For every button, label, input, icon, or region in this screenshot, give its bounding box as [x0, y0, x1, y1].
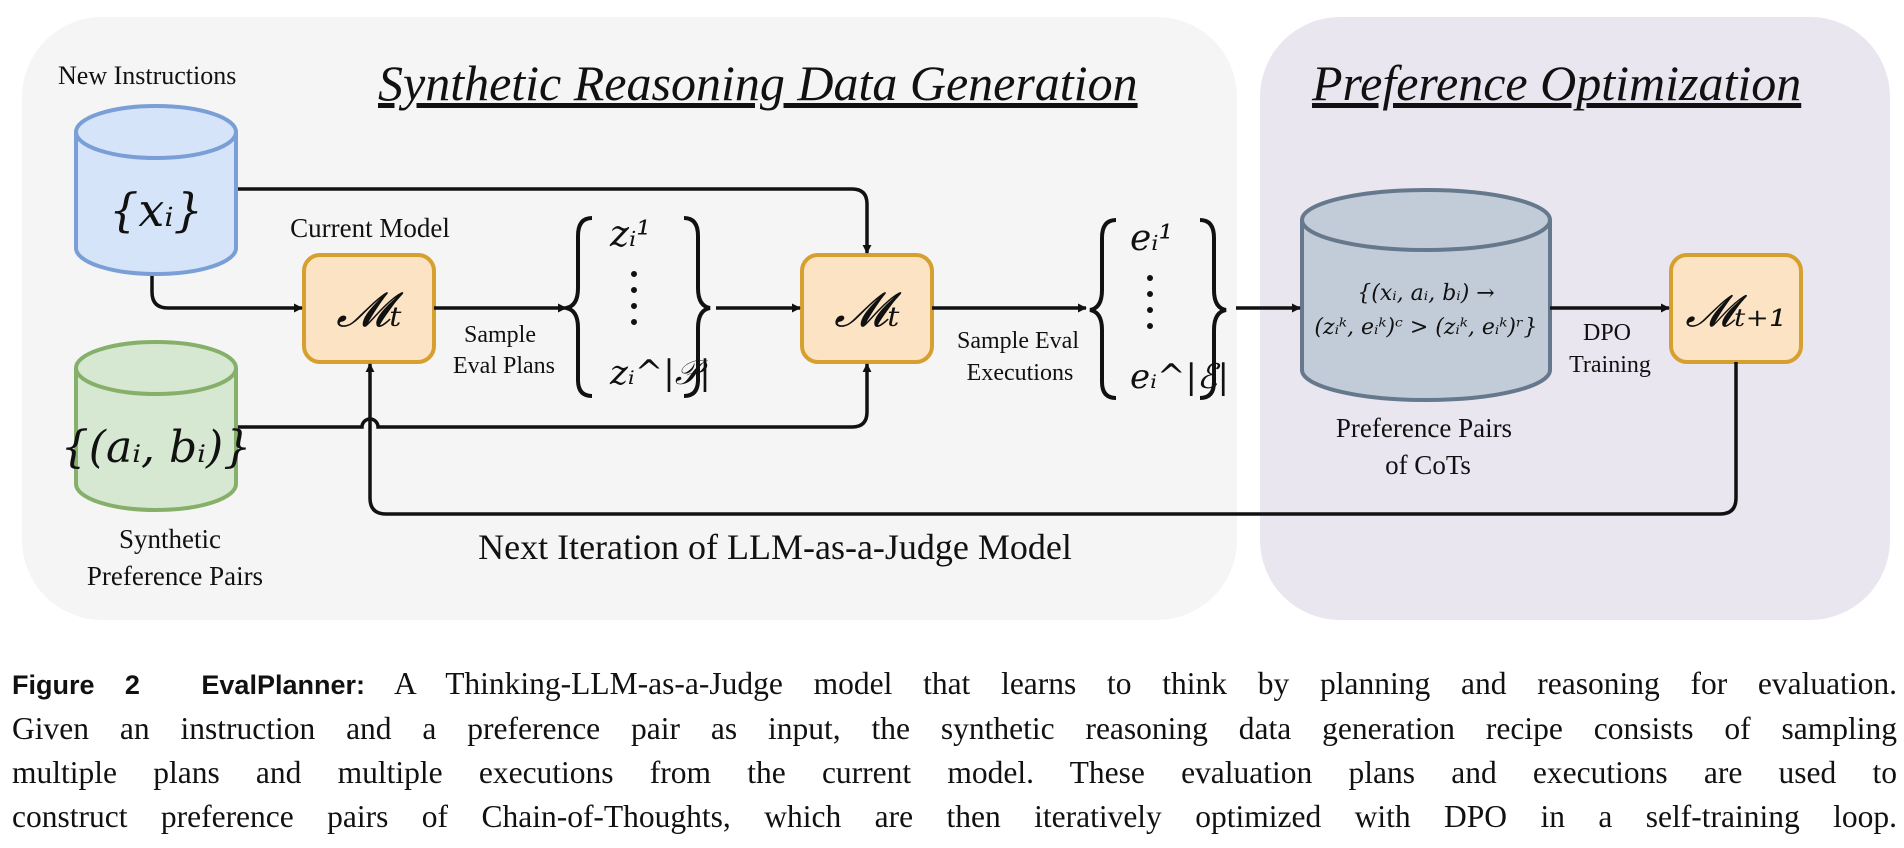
arrow-synthetic-to-exec-model — [238, 363, 872, 429]
executing-model-symbol: 𝓜ₜ — [834, 282, 902, 338]
arrow-instructions-to-exec-model — [238, 187, 872, 254]
executions-right-brace — [1199, 218, 1227, 400]
next-model-symbol: 𝓜ₜ₊₁ — [1686, 286, 1787, 337]
preference-db-line-2: (zᵢᵏ, eᵢᵏ)ᶜ > (zᵢᵏ, eᵢᵏ)ʳ} — [1314, 315, 1537, 340]
optimization-panel — [1260, 17, 1890, 620]
executions-left-brace — [1089, 218, 1117, 400]
plans-vertical-dots — [631, 271, 637, 325]
executions-vertical-dots — [1147, 275, 1153, 329]
caption-text-1: A Thinking-LLM-as-a-Judge model that lea… — [394, 666, 1898, 701]
caption-line-3: multiple plans and multiple executions f… — [12, 755, 1897, 790]
current-model-label: Current Model — [290, 213, 450, 243]
dpo-label-2: Training — [1569, 352, 1651, 378]
preference-pairs-cots-label-2: of CoTs — [1385, 450, 1471, 480]
sample-eval-executions-label-1: Sample Eval — [957, 328, 1079, 354]
sample-eval-plans-label-2: Eval Plans — [453, 353, 555, 379]
figure-label: Figure 2 — [12, 670, 140, 700]
preference-db-line-1: {(xᵢ, aᵢ, bᵢ) → — [1357, 281, 1494, 306]
plans-right-brace — [683, 216, 711, 398]
sample-eval-executions-label-2: Executions — [967, 360, 1074, 386]
sample-eval-plans-label-1: Sample — [464, 322, 536, 348]
arrow-instructions-to-current-model — [150, 276, 303, 313]
generation-panel-title: Synthetic Reasoning Data Generation — [378, 55, 1138, 111]
synthetic-pairs-database-icon — [74, 340, 238, 512]
caption-line-2: Given an instruction and a preference pa… — [12, 711, 1897, 746]
figure-name: EvalPlanner: — [201, 670, 365, 700]
arrow-next-iteration-loop — [365, 362, 1738, 516]
execution-top: eᵢ¹ — [1130, 218, 1173, 259]
flow-arrows — [150, 187, 1738, 516]
preference-pairs-cots-label-1: Preference Pairs — [1336, 413, 1512, 443]
caption-line-1: Figure 2 EvalPlanner: A Thinking-LLM-as-… — [12, 662, 1897, 707]
instructions-database-icon — [74, 104, 238, 276]
new-instructions-label: New Instructions — [58, 61, 236, 90]
instructions-db-symbol: {xᵢ} — [109, 183, 203, 237]
optimization-panel-title: Preference Optimization — [1311, 55, 1801, 111]
generation-panel — [22, 17, 1237, 620]
caption-line-4: construct preference pairs of Chain-of-T… — [12, 799, 1897, 834]
next-iteration-label: Next Iteration of LLM-as-a-Judge Model — [478, 527, 1072, 567]
synthetic-pairs-label-1: Synthetic — [119, 524, 221, 554]
dpo-label-1: DPO — [1583, 320, 1631, 346]
diagram-canvas: Synthetic Reasoning Data Generation Pref… — [22, 17, 1890, 620]
synthetic-pairs-label-2: Preference Pairs — [87, 561, 263, 591]
plan-top: zᵢ¹ — [609, 214, 651, 255]
plan-bottom: zᵢ^|𝒫| — [609, 353, 711, 393]
figure-caption: Figure 2 EvalPlanner: A Thinking-LLM-as-… — [12, 662, 1897, 839]
synthetic-db-symbol: {(aᵢ, bᵢ)} — [61, 422, 251, 473]
current-model-symbol: 𝓜ₜ — [336, 282, 404, 338]
preference-pairs-database-icon — [1300, 188, 1552, 402]
